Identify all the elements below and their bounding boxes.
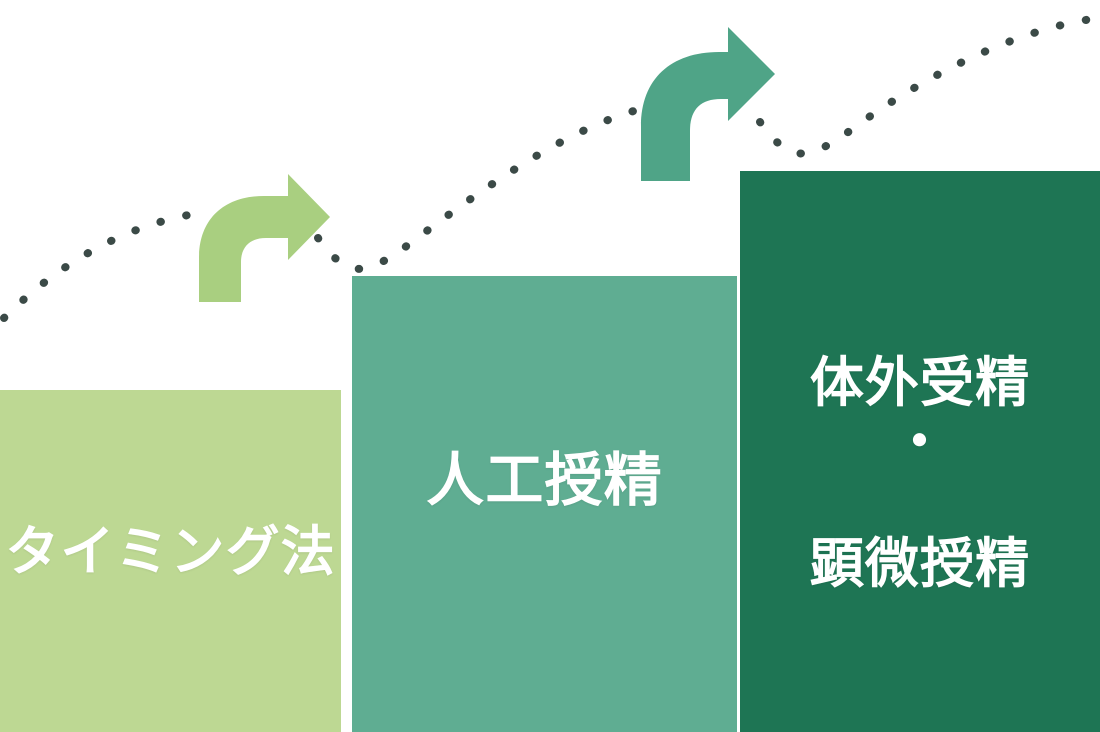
bar-step-3-label-separator: ・ [892,409,948,473]
arrow-2-icon [641,27,775,181]
arrow-1-icon [199,174,330,302]
bar-step-1-timing-method: タイミング法 [0,390,341,732]
dotted-path-2-icon [314,102,656,273]
bar-step-2-label: 人工授精 [426,446,663,514]
bar-step-1-label: タイミング法 [5,520,336,583]
bar-step-3-label-line-2: 顕微授精 [809,531,1031,595]
bar-step-3-ivf-icsi: 体外受精 ・ 顕微授精 [740,171,1100,732]
dotted-path-1-icon [0,208,211,322]
dotted-path-3-icon [756,14,1100,158]
bar-step-3-label-line-1: 体外受精 [809,351,1031,415]
bar-step-3-label: 体外受精 ・ 顕微授精 [810,293,1030,594]
bar-step-2-artificial-insemination: 人工授精 [352,276,737,732]
